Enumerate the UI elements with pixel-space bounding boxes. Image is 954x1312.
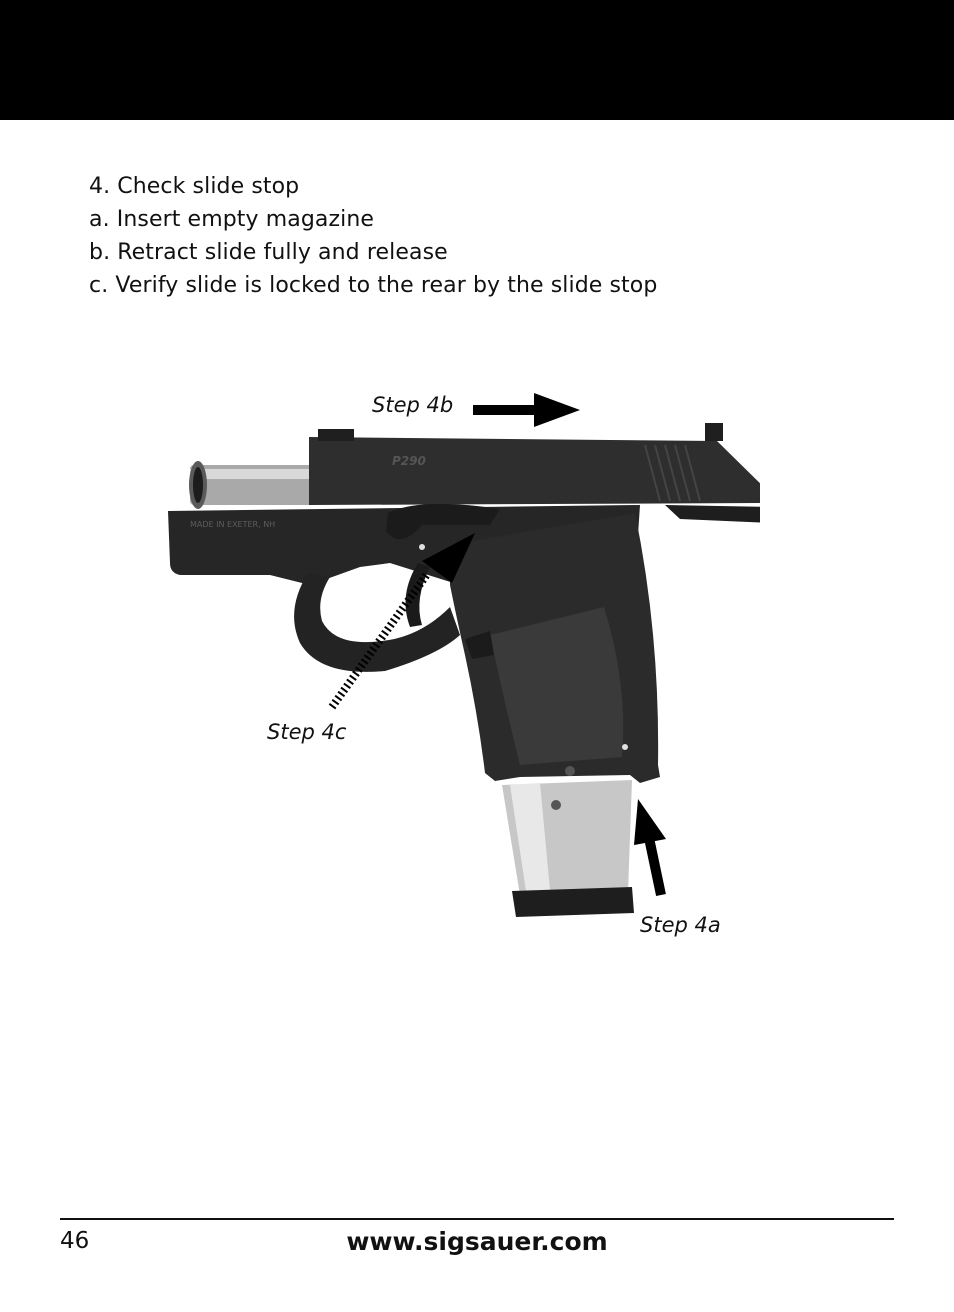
instruction-step-4c: c. Verify slide is locked to the rear by… [89,273,658,298]
magazine [502,766,634,917]
arrow-up-right-icon [328,533,475,710]
instruction-list: 4. Check slide stop a. Insert empty maga… [89,170,657,302]
footer-url[interactable]: www.sigsauer.com [346,1227,608,1256]
frame-marking: MADE IN EXETER, NH [190,520,275,529]
instruction-step-4b: b. Retract slide fully and release [89,240,448,265]
header-bar [0,0,954,120]
step-4c-label: Step 4c [267,720,347,744]
arrow-right-icon [473,393,580,427]
step-4a-label: Step 4a [640,913,721,937]
step-4b-label: Step 4b [372,393,454,417]
barrel [189,461,320,509]
slide-marking: P290 [392,454,426,468]
instruction-step-4a: a. Insert empty magazine [89,207,375,232]
slide: P290 [309,423,760,523]
page-number: 46 [60,1228,90,1254]
callout-arrows [328,393,666,897]
footer-rule [60,1218,894,1220]
frame: MADE IN EXETER, NH [168,503,660,783]
pistol-illustration: P290 MADE IN EXETER, NH [168,423,760,917]
pistol-figure: P290 MADE IN EXETER, NH [160,385,760,945]
instruction-step-4: 4. Check slide stop [89,174,300,199]
arrow-up-icon [634,799,666,897]
